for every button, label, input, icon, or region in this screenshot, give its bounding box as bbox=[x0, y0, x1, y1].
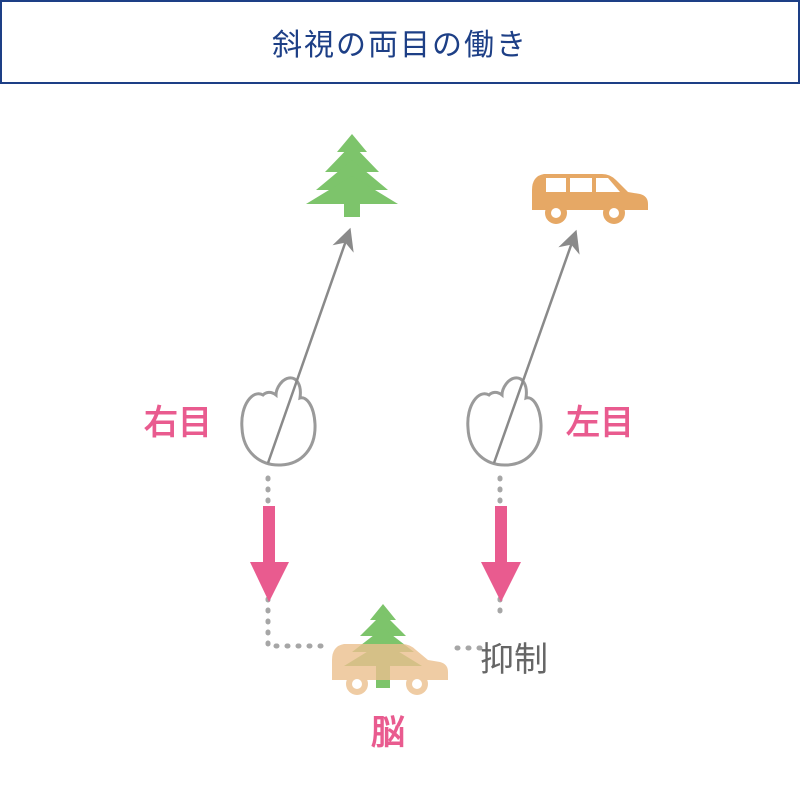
suppression-label: 抑制 bbox=[480, 640, 548, 680]
page-title: 斜視の両目の働き bbox=[272, 28, 528, 63]
right-eye-sightline bbox=[266, 227, 354, 464]
right-eye-icon bbox=[240, 376, 317, 467]
right-eye-label: 右目 bbox=[144, 403, 212, 443]
tree-icon bbox=[306, 134, 398, 217]
left-eye-sightline bbox=[492, 229, 580, 464]
car-icon bbox=[532, 174, 648, 224]
left-eye-icon bbox=[466, 376, 543, 467]
merged-image-icon bbox=[332, 604, 448, 695]
right-signal-arrow bbox=[250, 506, 289, 602]
title-banner: 斜視の両目の働き bbox=[0, 0, 800, 84]
left-eye-label: 左目 bbox=[566, 403, 634, 443]
left-signal-arrow bbox=[481, 506, 521, 602]
brain-label: 脳 bbox=[371, 713, 405, 753]
left-eye-signal-path bbox=[445, 475, 503, 651]
